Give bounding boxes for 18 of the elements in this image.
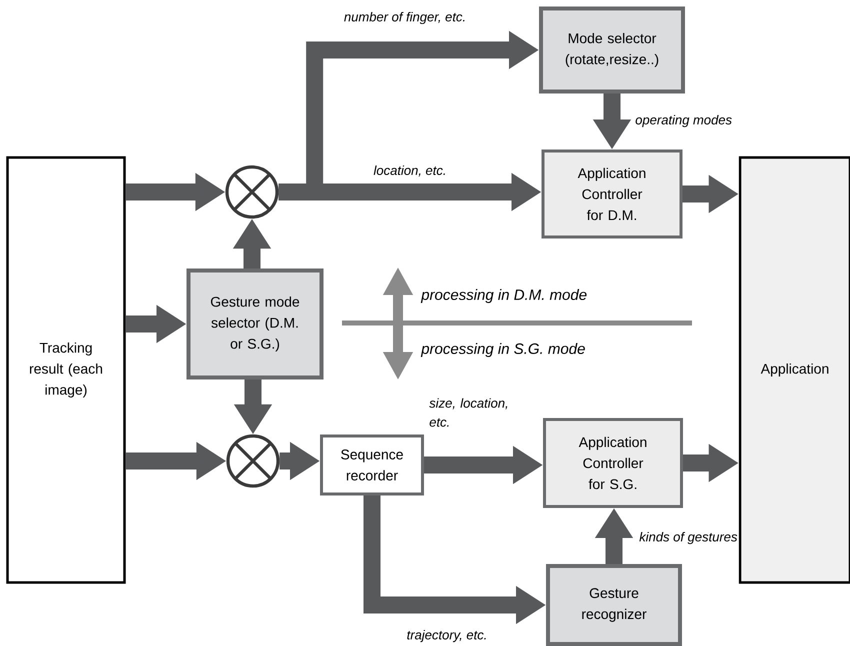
process-box: Sequence recorder bbox=[320, 434, 424, 496]
process-box: Application Controller for D.M. bbox=[542, 150, 682, 238]
edge-label: location, etc. bbox=[374, 165, 445, 177]
process-box: Application Controller for S.G. bbox=[543, 418, 683, 508]
process-box: Tracking result (each image) bbox=[6, 156, 126, 584]
edge-label: trajectory, etc. bbox=[407, 630, 486, 642]
multiplier-circle bbox=[225, 165, 279, 219]
process-box: Gesture recognizer bbox=[546, 564, 682, 646]
edge-label: size, location, etc. bbox=[429, 398, 508, 427]
edge-label: number of finger, etc. bbox=[344, 12, 464, 24]
edge-label: kinds of gestures bbox=[639, 532, 738, 544]
mode-label: processing in D.M. mode bbox=[420, 289, 587, 303]
process-box: Application bbox=[738, 156, 850, 584]
mode-label: processing in S.G. mode bbox=[420, 343, 585, 357]
multiplier-circle bbox=[226, 434, 280, 488]
process-box: Gesture mode selector (D.M. or S.G.) bbox=[186, 268, 324, 380]
process-box: Mode selector (rotate,resize..) bbox=[539, 6, 685, 94]
edge-label: operating modes bbox=[636, 114, 732, 128]
